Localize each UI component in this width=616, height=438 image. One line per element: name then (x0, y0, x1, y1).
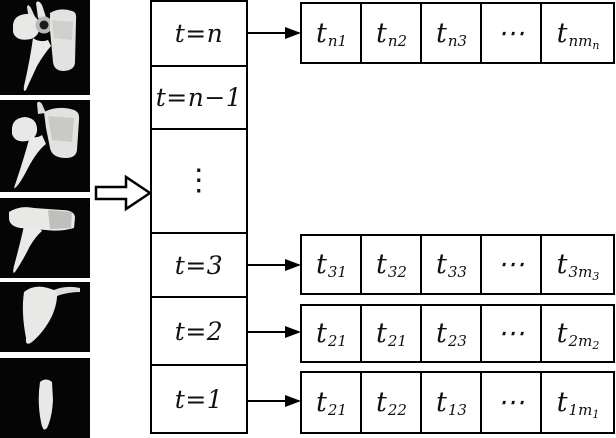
matrix-cell-ellipsis: ⋯ (480, 304, 542, 363)
matrix-cell-ellipsis: ⋯ (480, 2, 542, 64)
vertebra-render-1 (0, 0, 90, 95)
time-box-label: t=n−1 (155, 83, 243, 112)
time-box-label: t=2 (174, 316, 224, 346)
time-box-label: t=n (174, 19, 224, 48)
time-box-n: t=n (150, 0, 248, 67)
vertebra-image-strip (0, 0, 90, 438)
right-arrow-icon (247, 259, 301, 271)
vertebra-render-4 (0, 282, 90, 352)
vertebra-3d-image (0, 282, 90, 352)
time-box-2: t=2 (150, 296, 248, 366)
matrix-cell-ellipsis: ⋯ (480, 371, 542, 434)
vertebra-3d-image (0, 358, 90, 438)
vertebra-render-2 (0, 100, 90, 192)
vertebra-3d-image (0, 198, 90, 278)
time-box-ellipsis: ⋮ (150, 128, 248, 234)
vertebra-3d-image (0, 0, 90, 95)
time-box-3: t=3 (150, 232, 248, 298)
time-box-label: t=3 (174, 250, 224, 280)
time-box-1: t=1 (150, 364, 248, 434)
vertical-ellipsis: ⋮ (183, 163, 215, 198)
vertebra-3d-image (0, 100, 90, 192)
vertebra-render-3 (0, 198, 90, 278)
matrix-cell-ellipsis: ⋯ (480, 234, 542, 295)
right-arrow-icon (247, 326, 301, 338)
right-arrow-icon (247, 27, 301, 39)
block-right-arrow-icon (94, 174, 152, 212)
vertebra-render-5 (0, 358, 90, 438)
right-arrow-icon (247, 395, 301, 407)
time-box-n-1: t=n−1 (150, 65, 248, 130)
time-box-label: t=1 (174, 384, 224, 414)
